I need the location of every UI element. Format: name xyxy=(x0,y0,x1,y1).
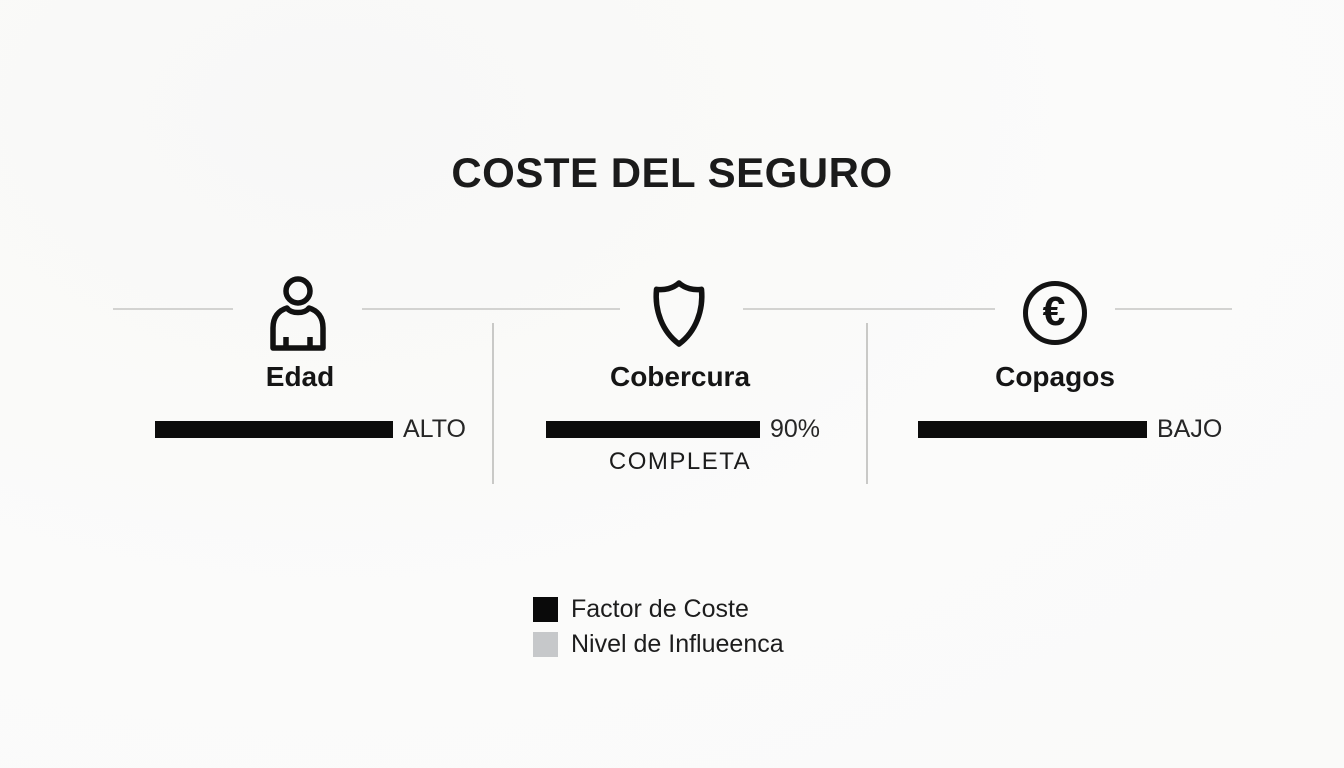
header-rule-segment xyxy=(113,308,233,310)
euro-symbol: € xyxy=(1042,288,1066,334)
cost-factor-bar xyxy=(918,421,1147,438)
factor-label-cobercura: Cobercura xyxy=(609,361,751,392)
factor-bar-row: ALTO xyxy=(155,417,466,442)
column-divider xyxy=(492,323,494,484)
factor-bar-row: 90% xyxy=(546,417,820,442)
factor-bar-row: BAJO xyxy=(918,417,1222,442)
bar-value-label: ALTO xyxy=(403,415,466,443)
column-divider xyxy=(866,323,868,484)
legend-item-label: Nivel de Influeenca xyxy=(571,629,784,658)
bar-value-label: BAJO xyxy=(1157,415,1223,443)
legend-item: Factor de Coste xyxy=(533,595,784,624)
header-rule-segment xyxy=(743,308,995,310)
legend: Factor de Coste Nivel de Influeenca xyxy=(533,595,784,659)
header-rule-segment xyxy=(362,308,620,310)
shield-icon xyxy=(648,279,710,354)
cost-factor-bar xyxy=(155,421,393,438)
cost-factor-bar xyxy=(546,421,760,438)
factor-label-copagos: Copagos xyxy=(995,361,1115,392)
header-rule-segment xyxy=(1115,308,1232,310)
legend-swatch-black xyxy=(533,597,558,623)
person-icon xyxy=(265,276,331,359)
page-title: COSTE DEL SEGURO xyxy=(451,149,893,197)
legend-item-label: Factor de Coste xyxy=(571,595,749,623)
legend-swatch-gray xyxy=(533,631,558,657)
legend-item: Nivel de Influeenca xyxy=(533,629,784,659)
bar-value-label: 90% xyxy=(770,415,821,443)
euro-icon: € xyxy=(1023,281,1087,345)
coverage-sub-label: COMPLETA xyxy=(608,448,752,475)
factor-label-edad: Edad xyxy=(265,361,335,392)
